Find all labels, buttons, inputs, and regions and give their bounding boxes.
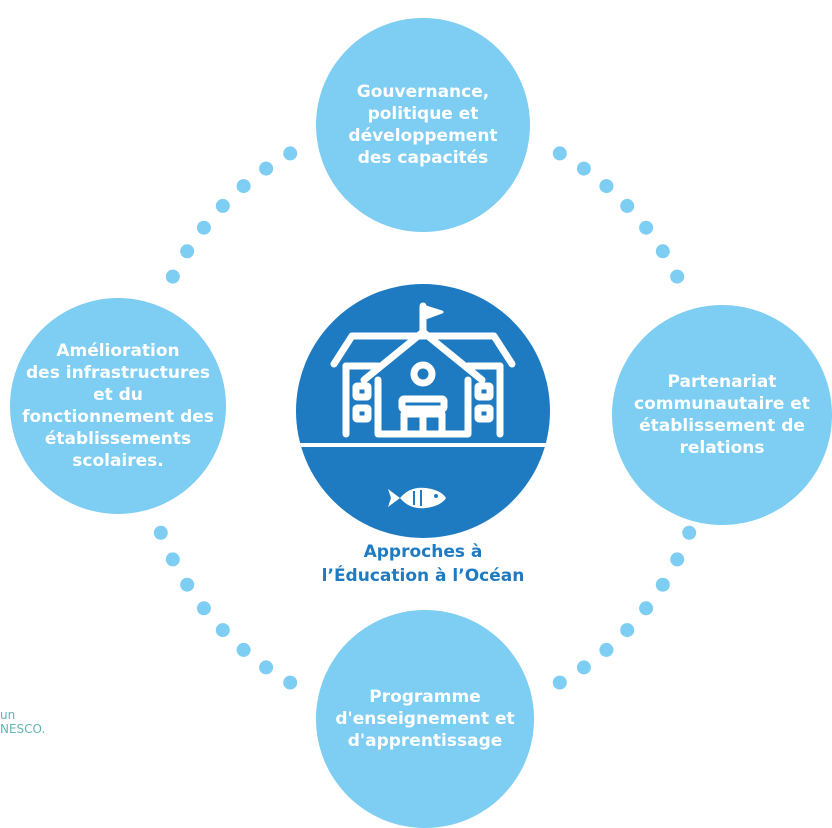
ring-dot bbox=[639, 220, 654, 235]
ring-dot bbox=[639, 601, 654, 616]
school-building-icon bbox=[296, 302, 550, 509]
ring-dot bbox=[165, 552, 180, 567]
node-governance-label: Gouvernance, politique et développement … bbox=[348, 82, 498, 168]
ring-dot bbox=[552, 146, 567, 161]
ring-dot bbox=[599, 642, 614, 657]
ring-dot bbox=[236, 642, 251, 657]
center-circle bbox=[296, 284, 550, 538]
side-note: un NESCO. bbox=[0, 708, 46, 736]
ring-dot bbox=[682, 525, 697, 540]
ring-dot bbox=[620, 623, 635, 638]
ring-dot bbox=[259, 660, 274, 675]
ring-dot bbox=[165, 269, 180, 284]
ring-dot bbox=[552, 675, 567, 690]
ring-dot bbox=[576, 660, 591, 675]
ring-dot bbox=[283, 675, 298, 690]
ring-dot bbox=[283, 146, 298, 161]
ring-dot bbox=[670, 269, 685, 284]
ring-dot bbox=[620, 198, 635, 213]
node-infrastructure: Amélioration des infrastructures et du f… bbox=[10, 298, 226, 514]
ring-dot bbox=[655, 577, 670, 592]
ring-dot bbox=[599, 179, 614, 194]
ring-dot bbox=[180, 577, 195, 592]
ring-dot bbox=[153, 525, 168, 540]
ring-dot bbox=[236, 179, 251, 194]
node-governance: Gouvernance, politique et développement … bbox=[316, 18, 530, 232]
node-community-partnership-label: Partenariat communautaire et établisseme… bbox=[634, 372, 810, 458]
node-curriculum: Programme d'enseignement et d'apprentiss… bbox=[316, 610, 534, 828]
node-community-partnership: Partenariat communautaire et établisseme… bbox=[612, 305, 832, 525]
ring-dot bbox=[576, 161, 591, 176]
ring-dot bbox=[196, 601, 211, 616]
ring-dot bbox=[670, 552, 685, 567]
ring-dot bbox=[215, 623, 230, 638]
fish-icon bbox=[388, 487, 446, 509]
ring-dot bbox=[180, 244, 195, 259]
ring-dot bbox=[655, 244, 670, 259]
ring-dot bbox=[215, 198, 230, 213]
node-infrastructure-label: Amélioration des infrastructures et du f… bbox=[22, 341, 214, 471]
ring-dot bbox=[196, 220, 211, 235]
ring-dot bbox=[259, 161, 274, 176]
node-curriculum-label: Programme d'enseignement et d'apprentiss… bbox=[335, 687, 515, 751]
center-label: Approches à l’Éducation à l’Océan bbox=[321, 542, 525, 586]
